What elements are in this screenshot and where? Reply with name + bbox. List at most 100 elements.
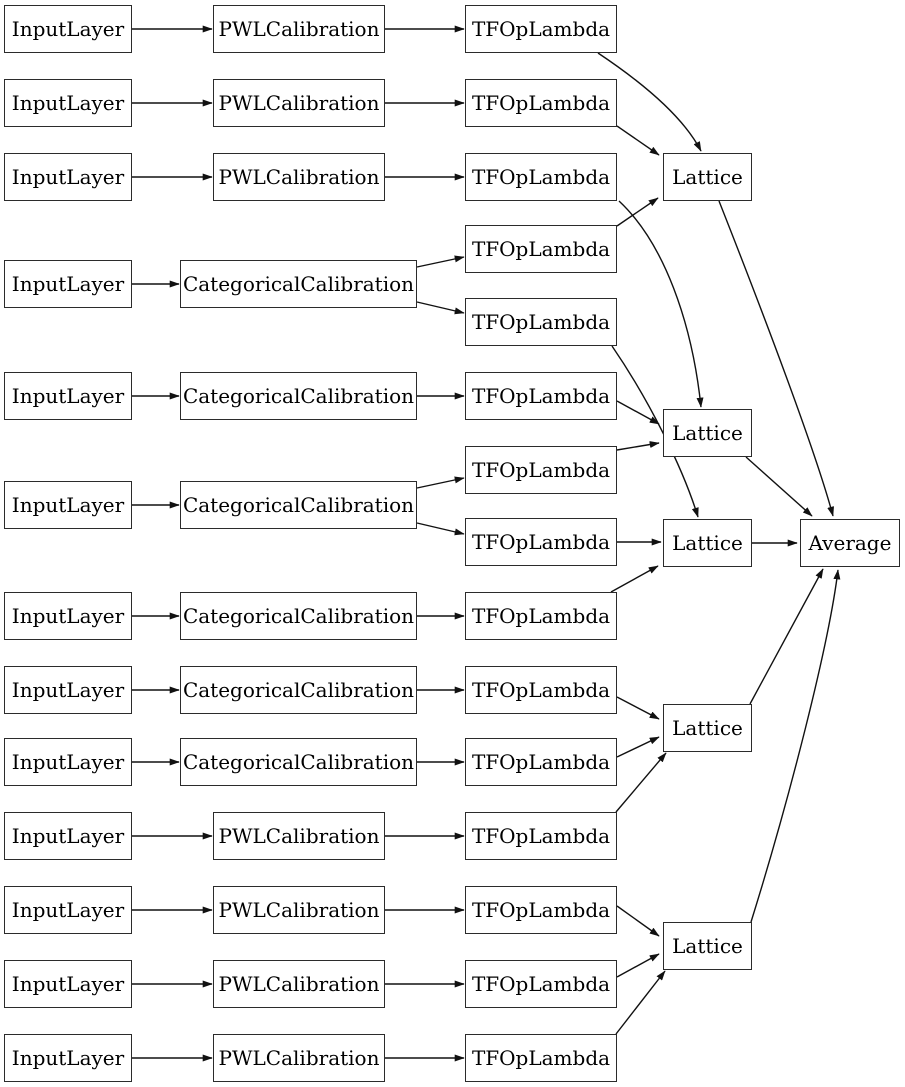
node-label: PWLCalibration: [218, 165, 380, 189]
node-lat5: Lattice: [663, 922, 752, 970]
node-il1: InputLayer: [4, 5, 132, 53]
node-label: InputLayer: [11, 165, 125, 189]
edge-tfol15-lat5: [615, 970, 666, 1035]
node-il7: InputLayer: [4, 592, 132, 640]
node-label: TFOpLambda: [471, 972, 611, 996]
node-label: CategoricalCalibration: [182, 604, 415, 628]
node-label: PWLCalibration: [218, 972, 380, 996]
node-label: InputLayer: [11, 272, 125, 296]
node-label: Lattice: [672, 716, 743, 740]
node-tfol2: TFOpLambda: [465, 79, 617, 127]
edge-tfol6-lat2: [616, 400, 660, 425]
node-lat3: Lattice: [663, 519, 752, 567]
node-tfol10: TFOpLambda: [465, 666, 617, 714]
node-il10: InputLayer: [4, 812, 132, 860]
node-label: TFOpLambda: [471, 1046, 611, 1070]
edge-tfol13-lat5: [616, 905, 660, 937]
node-il11: InputLayer: [4, 886, 132, 934]
edges: [132, 25, 841, 1062]
node-pwl5: PWLCalibration: [213, 886, 385, 934]
node-label: Lattice: [672, 421, 743, 445]
node-tfol14: TFOpLambda: [465, 960, 617, 1008]
node-label: TFOpLambda: [471, 898, 611, 922]
edge-lat2-avg: [745, 456, 813, 517]
edge-tfol10-lat4: [616, 696, 660, 720]
node-label: TFOpLambda: [471, 17, 611, 41]
node-avg: Average: [800, 519, 900, 567]
node-label: Lattice: [672, 165, 743, 189]
node-label: TFOpLambda: [471, 824, 611, 848]
node-cc4: CategoricalCalibration: [180, 592, 417, 640]
node-lat2: Lattice: [663, 409, 752, 457]
edge-tfol12-lat4: [615, 752, 667, 813]
node-il3: InputLayer: [4, 153, 132, 201]
node-label: CategoricalCalibration: [182, 384, 415, 408]
node-label: TFOpLambda: [471, 604, 611, 628]
node-cc3: CategoricalCalibration: [180, 481, 417, 529]
edge-tfol4-lat1: [616, 197, 659, 227]
node-tfol13: TFOpLambda: [465, 886, 617, 934]
node-il9: InputLayer: [4, 738, 132, 786]
node-cc2: CategoricalCalibration: [180, 372, 417, 420]
node-cc6: CategoricalCalibration: [180, 738, 417, 786]
edge-cc3-tfol8: [416, 522, 465, 536]
node-label: InputLayer: [11, 898, 125, 922]
node-label: PWLCalibration: [218, 824, 380, 848]
edge-cc3-tfol7: [416, 476, 465, 489]
node-il4: InputLayer: [4, 260, 132, 308]
edge-tfol3-lat2: [618, 200, 704, 408]
node-label: TFOpLambda: [471, 384, 611, 408]
node-label: TFOpLambda: [471, 237, 611, 261]
node-label: TFOpLambda: [471, 750, 611, 774]
node-tfol3: TFOpLambda: [465, 153, 617, 201]
node-label: TFOpLambda: [471, 458, 611, 482]
node-label: InputLayer: [11, 604, 125, 628]
node-pwl4: PWLCalibration: [213, 812, 385, 860]
node-pwl2: PWLCalibration: [213, 79, 385, 127]
node-il2: InputLayer: [4, 79, 132, 127]
node-label: CategoricalCalibration: [182, 493, 415, 517]
edge-tfol11-lat4: [616, 736, 660, 758]
node-label: TFOpLambda: [471, 310, 611, 334]
node-tfol8: TFOpLambda: [465, 518, 617, 566]
node-tfol7: TFOpLambda: [465, 446, 617, 494]
node-il12: InputLayer: [4, 960, 132, 1008]
node-lat1: Lattice: [663, 153, 752, 201]
node-tfol1: TFOpLambda: [465, 5, 617, 53]
edge-tfol2-lat1: [616, 125, 660, 156]
node-il8: InputLayer: [4, 666, 132, 714]
edge-tfol9-lat3: [610, 565, 659, 593]
node-label: InputLayer: [11, 384, 125, 408]
edge-cc1-tfol5: [416, 301, 465, 315]
node-label: PWLCalibration: [218, 1046, 380, 1070]
node-il13: InputLayer: [4, 1034, 132, 1082]
edge-lat1-avg: [718, 200, 834, 517]
node-label: TFOpLambda: [471, 165, 611, 189]
node-pwl1: PWLCalibration: [213, 5, 385, 53]
node-label: CategoricalCalibration: [182, 678, 415, 702]
node-tfol12: TFOpLambda: [465, 812, 617, 860]
node-pwl7: PWLCalibration: [213, 1034, 385, 1082]
node-label: CategoricalCalibration: [182, 272, 415, 296]
node-label: PWLCalibration: [218, 898, 380, 922]
edge-cc1-tfol4: [416, 255, 465, 268]
node-label: TFOpLambda: [471, 91, 611, 115]
node-il5: InputLayer: [4, 372, 132, 420]
node-tfol4: TFOpLambda: [465, 225, 617, 273]
node-label: TFOpLambda: [471, 530, 611, 554]
node-il6: InputLayer: [4, 481, 132, 529]
node-pwl3: PWLCalibration: [213, 153, 385, 201]
node-label: Average: [808, 531, 892, 555]
node-label: InputLayer: [11, 678, 125, 702]
node-tfol5: TFOpLambda: [465, 298, 617, 346]
node-cc5: CategoricalCalibration: [180, 666, 417, 714]
node-tfol11: TFOpLambda: [465, 738, 617, 786]
node-label: InputLayer: [11, 972, 125, 996]
edge-tfol1-lat1: [597, 52, 702, 152]
node-label: InputLayer: [11, 493, 125, 517]
node-label: PWLCalibration: [218, 91, 380, 115]
edge-lat5-avg: [750, 569, 841, 923]
node-label: CategoricalCalibration: [182, 750, 415, 774]
